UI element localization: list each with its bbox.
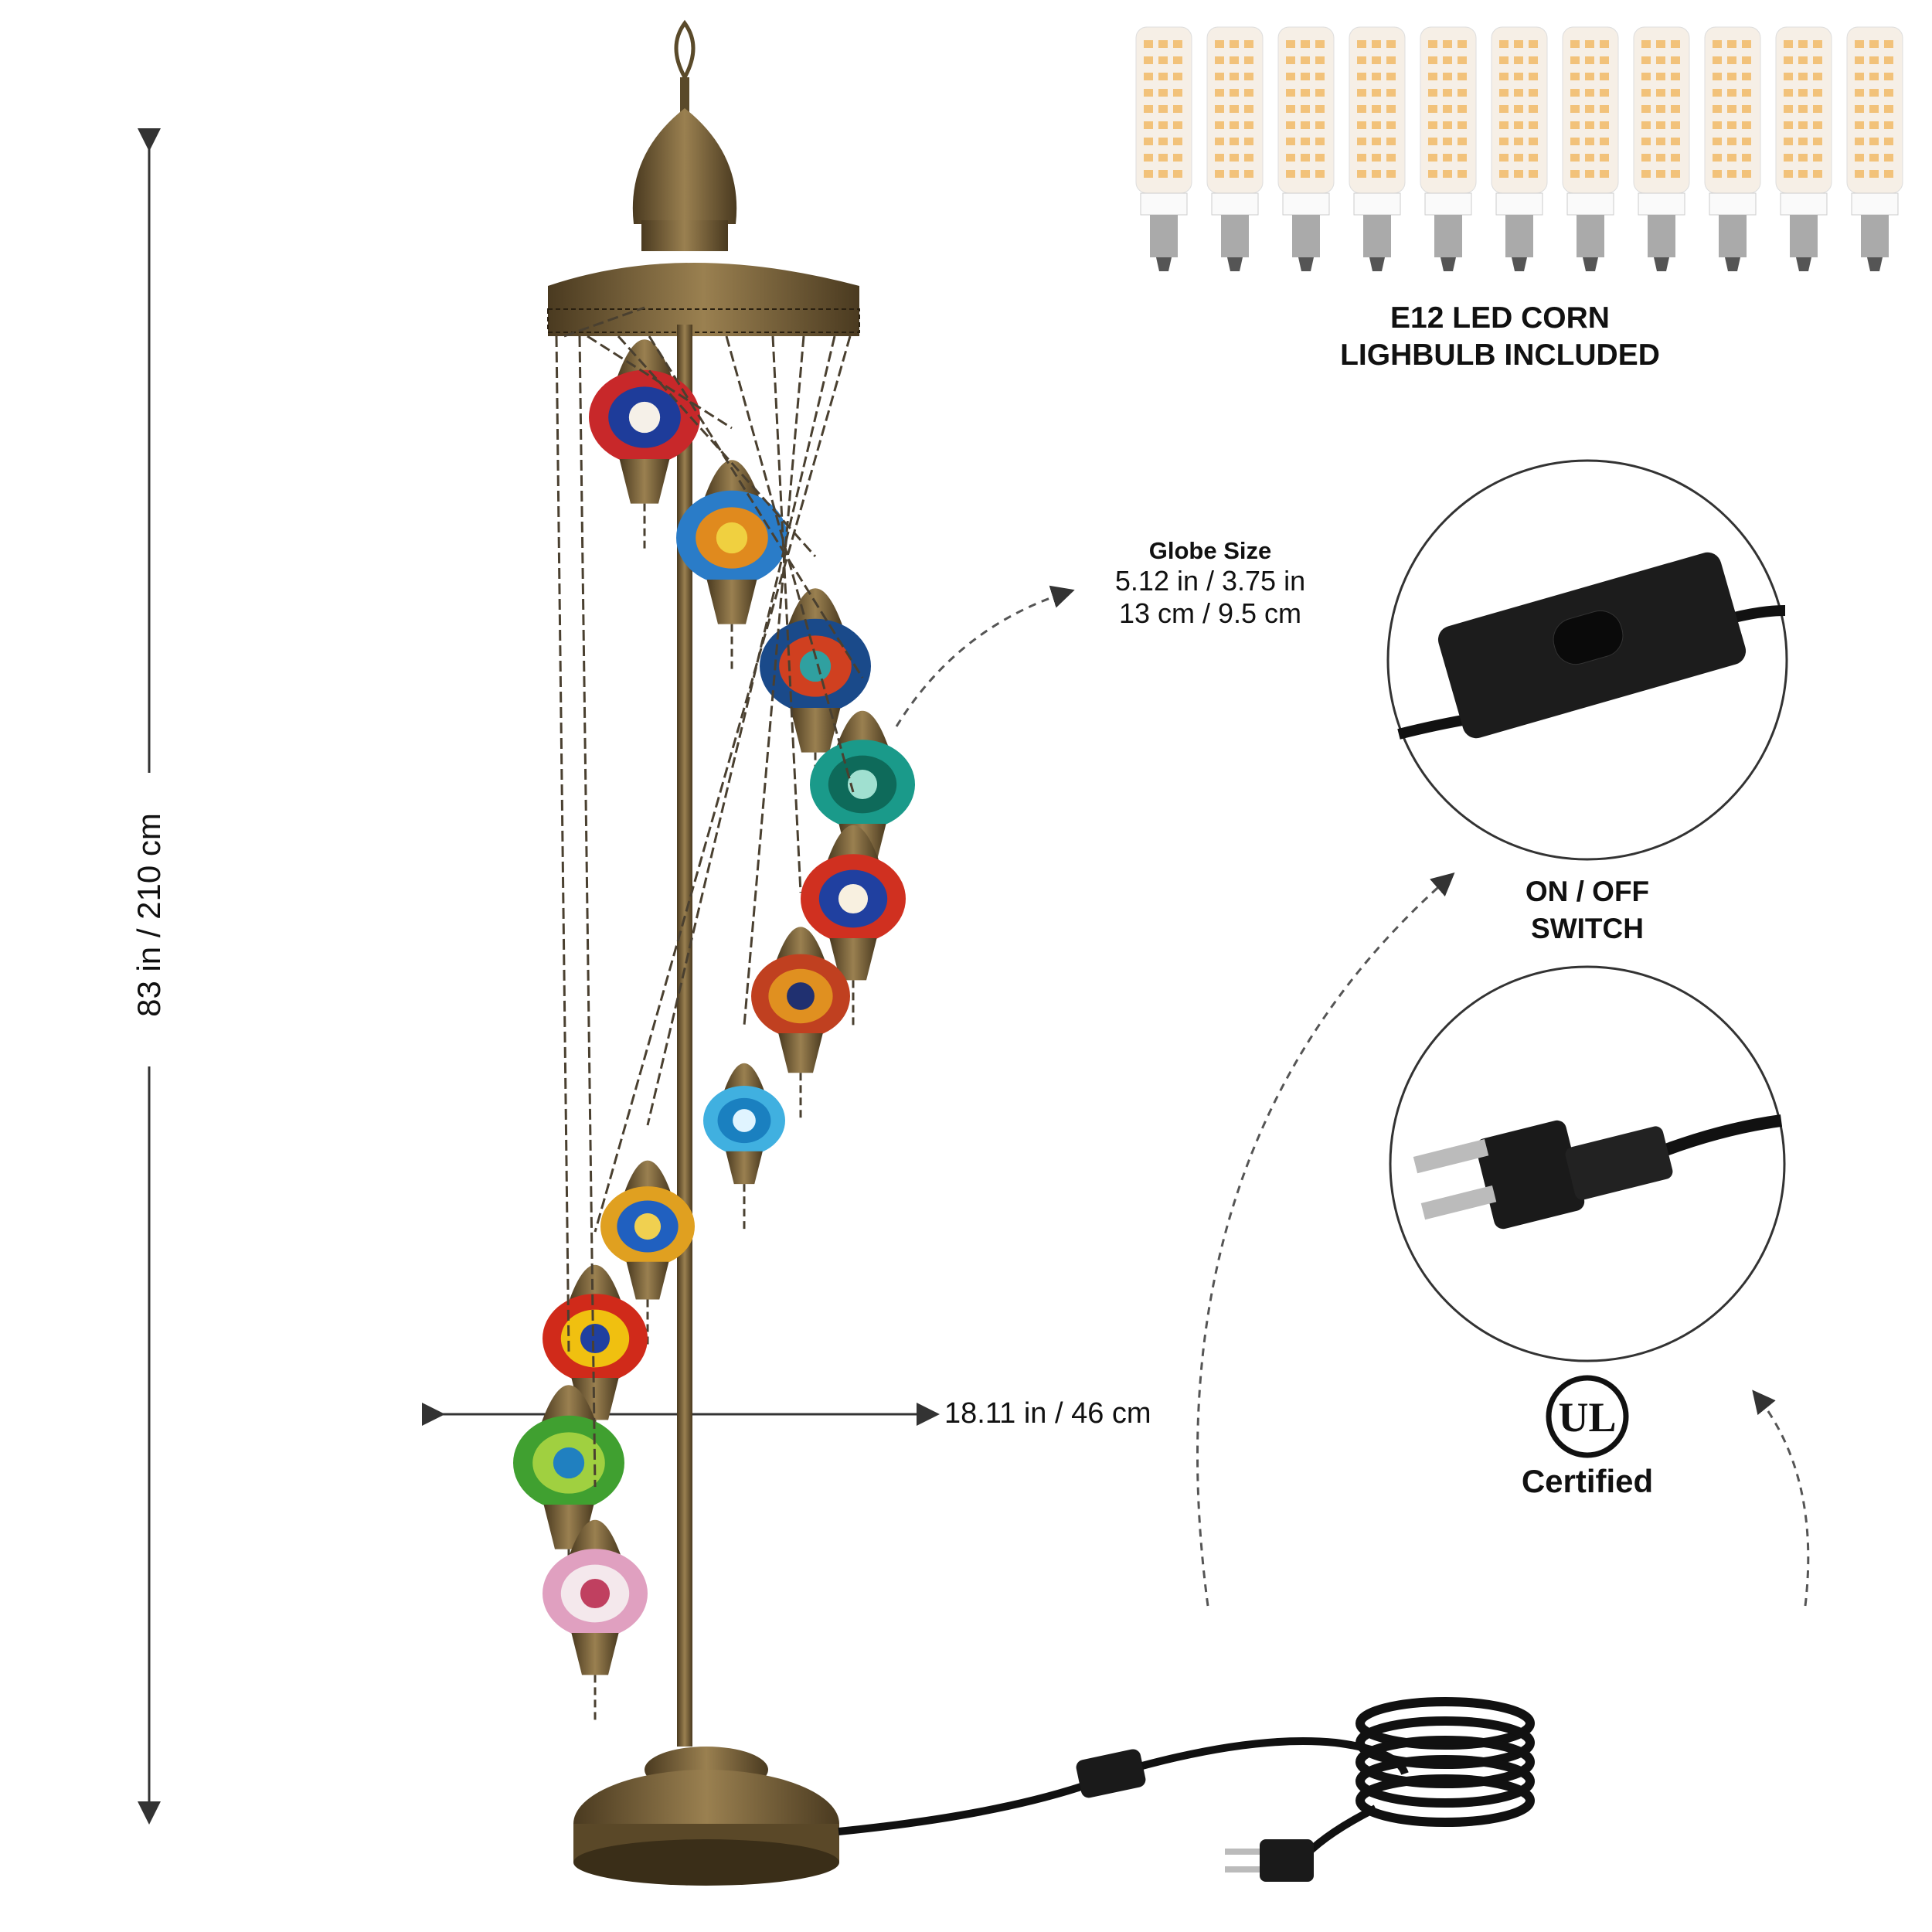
led-bulb [1562,26,1619,271]
led-bulb [1491,26,1548,271]
pole [677,325,692,1747]
led-bulb [1846,26,1903,271]
width-label: 18.11 in / 46 cm [944,1397,1151,1430]
switch-caption: ON / OFF SWITCH [1433,873,1742,947]
led-bulb [1775,26,1832,271]
led-bulb [1633,26,1690,271]
cord-coil [1355,1697,1535,1827]
mosaic-globe [648,335,915,913]
globe-size-cm: 13 cm / 9.5 cm [1118,597,1302,629]
ul-logo: UL [1546,1375,1629,1458]
mosaic-globe [751,335,850,1120]
globe-size-inches: 5.12 in / 3.75 in [1114,565,1306,597]
globe-callout-arrow [895,585,1075,727]
led-bulb [1420,26,1477,271]
led-bulb [1135,26,1192,271]
globe-size-title: Globe Size [1148,537,1272,564]
mosaic-globe [703,335,805,1231]
height-label: 83 in / 210 cm [131,813,167,1017]
led-bulb-row [1135,26,1903,271]
canopy-dome [632,108,737,224]
certified-label: Certified [1521,1463,1654,1499]
mosaic-globe [543,335,648,1722]
mosaic-globe [600,335,836,1346]
led-bulb [1349,26,1406,271]
floor-lamp [513,19,915,1886]
switch-detail-circle [1386,459,1788,861]
mosaic-globe [725,335,906,1027]
plug [1260,1839,1314,1882]
bulb-caption: E12 LED CORN LIGHBULB INCLUDED [1268,300,1732,374]
inline-switch [1076,1749,1146,1798]
led-bulb [1704,26,1761,271]
switch-callout-arrow [1196,872,1455,1607]
bulb-caption-line1: E12 LED CORN [1390,301,1610,335]
globe-size-callout: Globe Size 5.12 in / 3.75 in 13 cm / 9.5… [1056,537,1365,630]
mosaic-globe [513,335,624,1596]
plug-callout-arrow [1752,1389,1810,1607]
switch-caption-line1: ON / OFF [1525,876,1650,907]
finial [674,19,696,82]
switch-caption-line2: SWITCH [1531,913,1644,944]
svg-text:UL: UL [1558,1394,1616,1440]
led-bulb [1206,26,1264,271]
mosaic-globe [617,335,871,799]
bulb-caption-line2: LIGHBULB INCLUDED [1340,338,1660,372]
power-cord [838,1697,1535,1882]
led-bulb [1277,26,1335,271]
plug-detail-circle [1389,965,1786,1362]
rocker-switch [1553,610,1624,665]
